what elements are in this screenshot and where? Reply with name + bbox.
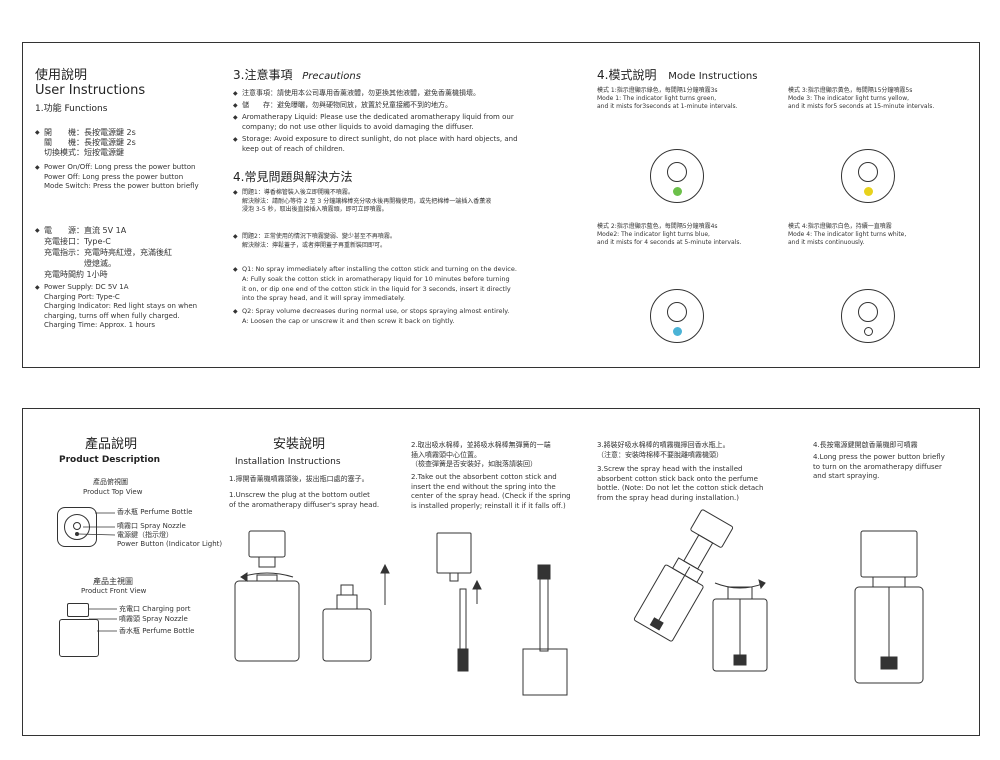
specs-zh-list: 電 源：直流 5V 1A 充電接口：Type-C 充電指示：充電時亮紅燈，充滿後… (35, 225, 172, 280)
instructions-panel-bottom: 產品說明 Product Description 產品俯視圖 Product T… (22, 408, 980, 736)
bottle-front-outline (59, 619, 99, 657)
charging-port-label: 充電口 Charging port (119, 605, 191, 613)
perfume-bottle-front-label: 香水瓶 Perfume Bottle (119, 627, 195, 635)
mode-4-text: 模式 4:指示燈顯示白色，持續一直噴霧 Mode 4: The indicato… (788, 223, 907, 246)
nozzle-icon (858, 302, 878, 322)
nozzle-icon (858, 162, 878, 182)
yellow-indicator-light (864, 187, 873, 196)
top-view-leader-lines (78, 512, 116, 536)
step-2-cotton-stick-icon (457, 579, 482, 672)
faq-en-q1: Q1: No spray immediately after installin… (233, 265, 517, 304)
step-2-assembled-icon (522, 564, 568, 696)
faq-en-q2: Q2: Spray volume decreases during normal… (233, 307, 509, 327)
front-view-title-zh: 產品主視圖 (93, 577, 133, 586)
functions-zh-list: 開 機：長按電源鍵 2s 關 機：長按電源鍵 2s 切換模式：短按電源鍵 (35, 128, 136, 158)
installation-title-en: Installation Instructions (235, 457, 341, 467)
instructions-panel-top: 使用說明 User Instructions 1.功能 Functions 開 … (22, 42, 980, 368)
top-view-title-zh: 產品俯視圖 (93, 478, 128, 486)
specs-en-list: Power Supply: DC 5V 1A Charging Port: Ty… (35, 283, 197, 331)
faq-zh-q1: 問題1：導香棉管裝入後立即開機不噴霧。 解決辦法：請耐心等待 2 至 3 分鐘讓… (233, 189, 491, 215)
user-instructions-title-zh: 使用說明 (35, 68, 88, 83)
mode-4-device-top (841, 289, 895, 343)
step-3-text-en: 3.Screw the spray head with the installe… (597, 465, 764, 502)
step-3-text-zh: 3.將裝好吸水棉棒的噴霧機擰回香水瓶上。 （注意：安裝時棉棒不要脫離噴霧機頭） (597, 441, 730, 459)
step-2-text-en: 2.Take out the absorbent cotton stick an… (411, 473, 571, 510)
spray-head-outline (67, 603, 89, 617)
step-1-plug-bottle-icon (322, 563, 390, 662)
precaution-en-1: Aromatherapy Liquid: Please use the dedi… (233, 113, 514, 132)
precautions-title-en: Precautions (302, 71, 361, 82)
step-4-text-zh: 4.長按電源鍵開啟香薰機即可噴霧 (813, 441, 918, 449)
blue-indicator-light (673, 327, 682, 336)
front-view-leader-lines (89, 608, 117, 632)
user-instructions-title-en: User Instructions (35, 83, 146, 98)
mode-2-device-top (650, 289, 704, 343)
functions-en-list: Power On/Off: Long press the power butto… (35, 163, 199, 192)
product-description-title-zh: 產品說明 (85, 437, 138, 452)
spray-nozzle-label: 噴霧口 Spray Nozzle (117, 522, 186, 530)
step-3-second-bottle-icon (712, 579, 768, 672)
installation-title-zh: 安裝說明 (273, 437, 326, 452)
precautions-title: 3.注意事項 Precautions (233, 68, 361, 84)
mode-3-device-top (841, 149, 895, 203)
step-4-text-en: 4.Long press the power button briefly to… (813, 453, 945, 481)
front-view-title-en: Product Front View (81, 587, 147, 595)
mode-1-device-top (650, 149, 704, 203)
mode-instructions-title: 4.模式說明 Mode Instructions (597, 68, 757, 84)
nozzle-icon (667, 302, 687, 322)
spray-nozzle-front-label: 噴霧頭 Spray Nozzle (119, 615, 188, 623)
top-view-title-en: Product Top View (83, 488, 143, 496)
power-button-icon (75, 532, 79, 536)
nozzle-icon (73, 522, 81, 530)
step-1-text-zh: 1.擰開香薰機噴霧頭後，拔出瓶口處的塞子。 (229, 475, 369, 483)
step-4-complete-device-icon (854, 530, 924, 684)
faq-title: 4.常見問題與解決方法 (233, 170, 353, 184)
step-2-text-zh: 2.取出吸水棉棒，並將吸水棉棒無彈簧的一端 插入噴霧頭中心位置。 （檢查彈簧是否… (411, 441, 551, 469)
precaution-zh-1: 注意事項：請使用本公司專用香薰液體，勿更換其他液體，避免香薰機損壞。 (233, 89, 480, 99)
perfume-bottle-label: 香水瓶 Perfume Bottle (117, 508, 193, 516)
functions-section-title: 1.功能 Functions (35, 104, 108, 114)
product-description-title-en: Product Description (59, 455, 161, 465)
precaution-zh-2: 儲 存：避免曝曬，勿與硬物同放，放置於兒童接觸不到的地方。 (233, 101, 452, 111)
precautions-title-zh: 3.注意事項 (233, 68, 293, 82)
mode-3-text: 模式 3:指示燈顯示黃色，每間隔15分鐘噴霧5s Mode 3: The ind… (788, 87, 935, 110)
step-2-spray-head-icon (436, 532, 472, 582)
power-button-label-zh: 電源鍵（指示燈） (117, 531, 173, 539)
mode-title-zh: 4.模式說明 (597, 68, 657, 82)
green-indicator-light (673, 187, 682, 196)
nozzle-icon (667, 162, 687, 182)
power-button-label-en: Power Button (Indicator Light) (117, 540, 223, 548)
step-1-text-en: 1.Unscrew the plug at the bottom outlet … (229, 491, 380, 509)
precaution-en-2: Storage: Avoid exposure to direct sunlig… (233, 135, 518, 154)
white-indicator-light (864, 327, 873, 336)
installation-diagrams (234, 509, 924, 696)
step-1-cap-icon (240, 530, 294, 582)
mode-1-text: 模式 1:指示燈顯示綠色，每間隔1分鐘噴霧3s Mode 1: The indi… (597, 87, 738, 110)
step-3-bottle-icon (633, 509, 734, 642)
mode-2-text: 模式 2:指示燈顯示藍色，每間隔5分鐘噴霧4s Mode2: The indic… (597, 223, 742, 246)
faq-zh-q2: 問題2：正常使用的情況下噴霧變弱、變少甚至不再噴霧。 解決辦法：擰鬆蓋子，或者擰… (233, 233, 396, 250)
mode-title-en: Mode Instructions (668, 71, 758, 82)
step-1-bottle-icon (234, 574, 300, 662)
